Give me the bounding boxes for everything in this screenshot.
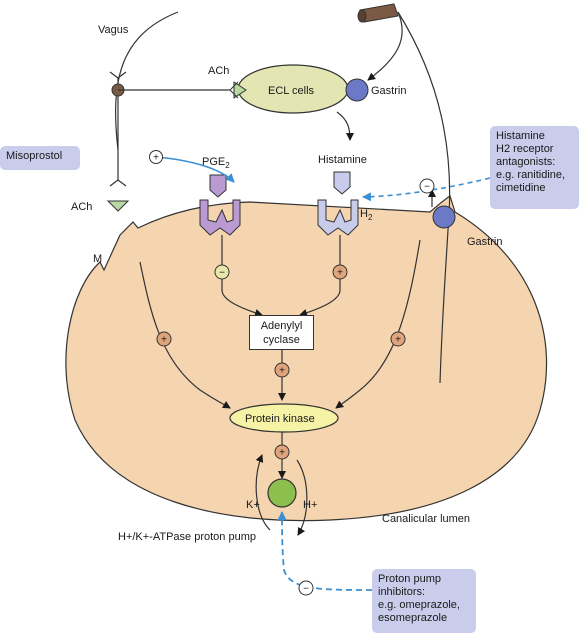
svg-text:−: − [303, 584, 309, 595]
pk-plus-circle [274, 444, 290, 460]
m-receptor-label: M [93, 253, 102, 265]
gastrin-to-pk-arrow [335, 239, 421, 409]
h2-callout-line-3: antagonists: [496, 156, 556, 168]
pge2-to-ac-arrow [221, 235, 263, 317]
adenylyl-cyclase-box: Adenylyl cyclase [249, 315, 314, 350]
pge2-receptor [199, 199, 241, 236]
histamine-label: Histamine [318, 154, 367, 166]
gastrin-to-ecl-arrow [367, 11, 403, 81]
gastrin-plus-circle [390, 331, 406, 347]
protein-kinase-label: Protein kinase [245, 413, 315, 425]
ppi-callout: Proton pump inhibitors: e.g. omeprazole,… [372, 569, 476, 633]
misoprostol-label: Misoprostol [6, 150, 63, 162]
ppi-callout-line-4: esomeprazole [378, 612, 448, 624]
h2-receptor [317, 199, 359, 236]
h-plus-label: H+ [303, 499, 317, 511]
gastrin-receptor-parietal [432, 205, 456, 229]
adenylyl-label-1: Adenylyl [260, 320, 303, 332]
ach-release-icon [106, 200, 130, 212]
svg-text:−: − [219, 268, 225, 279]
pge2-minus-circle [214, 264, 230, 280]
vagus-nerve [115, 11, 179, 151]
ach-receptor-cup [229, 81, 239, 99]
h2-antagonists-callout: Histamine H2 receptor antagonists: e.g. … [490, 126, 579, 209]
h2-callout-line-5: cimetidine [496, 182, 546, 194]
h-ion-arrow [296, 459, 308, 536]
parietal-cell [65, 195, 548, 522]
h2-callout-line-1: Histamine [496, 130, 545, 142]
gastrin-top-label: Gastrin [371, 85, 406, 97]
ach-top-label: ACh [208, 65, 229, 77]
m-plus-circle [156, 331, 172, 347]
proton-pump-label: H+/K+-ATPase proton pump [118, 531, 256, 543]
gastrin-right-label: Gastrin [467, 236, 502, 248]
h2-antagonist-minus-circle [419, 178, 435, 194]
k-ion-arrow [255, 454, 271, 531]
adenylyl-label-2: cyclase [263, 334, 300, 346]
h2-callout-line-2: H2 receptor [496, 143, 554, 155]
svg-text:+: + [153, 153, 159, 164]
misoprostol-plus-circle [149, 150, 163, 164]
ecl-cells-label: ECL cells [268, 85, 315, 97]
proton-pump [267, 478, 297, 508]
h2-callout-line-4: e.g. ranitidine, [496, 169, 566, 181]
m-to-pk-arrow [139, 261, 231, 409]
ppi-callout-line-2: inhibitors: [378, 586, 426, 598]
ach-left-label: ACh [71, 201, 92, 213]
protein-kinase [229, 403, 339, 433]
histamine-ligand [333, 171, 351, 195]
ppi-arrow [277, 511, 373, 591]
h2-plus-circle [332, 264, 348, 280]
k-plus-label: K+ [246, 499, 260, 511]
svg-text:+: + [279, 448, 285, 459]
svg-text:+: + [337, 268, 343, 279]
gastrin-receptor-ecl [345, 78, 369, 102]
canalicular-lumen-label: Canalicular lumen [382, 513, 470, 525]
ppi-minus-circle [298, 580, 314, 596]
pge2-ligand [209, 174, 227, 198]
synapse-top [109, 71, 127, 79]
svg-text:+: + [161, 335, 167, 346]
ach-receptor-icon [233, 81, 247, 99]
pge2-label: PGE2 [202, 156, 230, 170]
ac-plus-circle [274, 362, 290, 378]
synapse-bottom [109, 179, 127, 187]
ppi-callout-line-1: Proton pump [378, 573, 441, 585]
svg-text:−: − [424, 182, 430, 193]
h2-label: H2 [360, 208, 373, 222]
vagus-label: Vagus [98, 24, 129, 36]
misoprostol-arrow [155, 156, 235, 183]
ecl-to-histamine-arrow [336, 111, 354, 141]
h2-to-ac-arrow [299, 235, 341, 317]
svg-text:+: + [279, 366, 285, 377]
ppi-callout-line-3: e.g. omeprazole, [378, 599, 460, 611]
svg-text:+: + [395, 335, 401, 346]
misoprostol-callout: Misoprostol [0, 146, 80, 170]
